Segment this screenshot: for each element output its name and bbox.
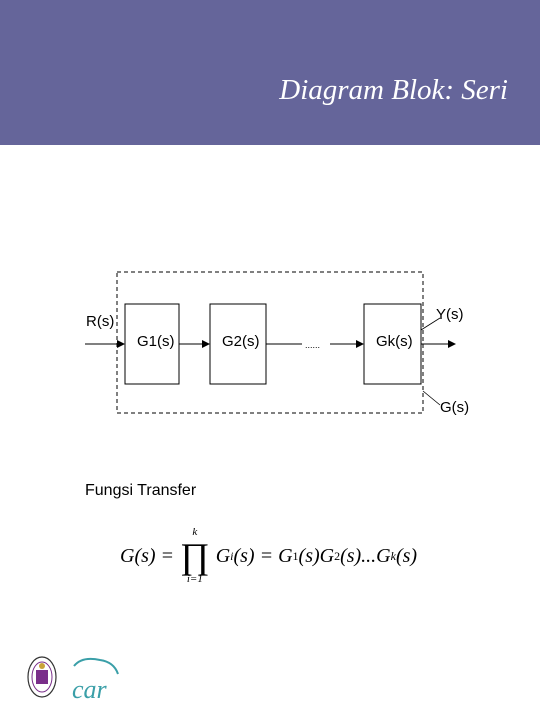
product-lower-limit: i=1 (186, 573, 203, 585)
formula-sub-2: 2 (334, 548, 341, 563)
product-operator: k ∏ i=1 (180, 527, 210, 585)
input-label: R(s) (86, 313, 114, 330)
university-seal-icon (27, 656, 57, 698)
formula-sub-k: k (390, 548, 396, 563)
formula-mid-1: (s)G (298, 544, 335, 567)
block-g1-label: G1(s) (137, 333, 175, 350)
footer-logos: car (27, 656, 119, 704)
formula-sub-1: 1 (292, 548, 299, 563)
formula-label: Fungsi Transfer (85, 482, 197, 499)
product-upper-limit: k (192, 526, 198, 538)
formula-mid-2: (s)...G (340, 544, 391, 567)
overall-transfer-label: G(s) (440, 399, 469, 416)
car-logo-icon: car (72, 657, 119, 704)
output-leader-line (420, 317, 441, 331)
overall-leader-line (422, 390, 441, 406)
ellipsis-dots: ...... (305, 340, 320, 350)
output-label: Y(s) (436, 306, 464, 323)
car-logo-text: car (72, 675, 108, 704)
block-gk-label: Gk(s) (376, 333, 413, 350)
block-g1 (124, 303, 180, 385)
formula-lhs: G(s) = (120, 544, 175, 567)
formula-term-g: G (215, 544, 231, 567)
block-g2-label: G2(s) (222, 333, 260, 350)
formula-end: (s) (395, 544, 418, 567)
product-symbol: ∏ (180, 536, 210, 576)
formula-term-rest: (s) = G (233, 544, 293, 567)
formula-sub-i: i (230, 548, 234, 563)
slide-title: Diagram Blok: Seri (279, 74, 508, 106)
header-banner: Diagram Blok: Seri (0, 0, 540, 145)
